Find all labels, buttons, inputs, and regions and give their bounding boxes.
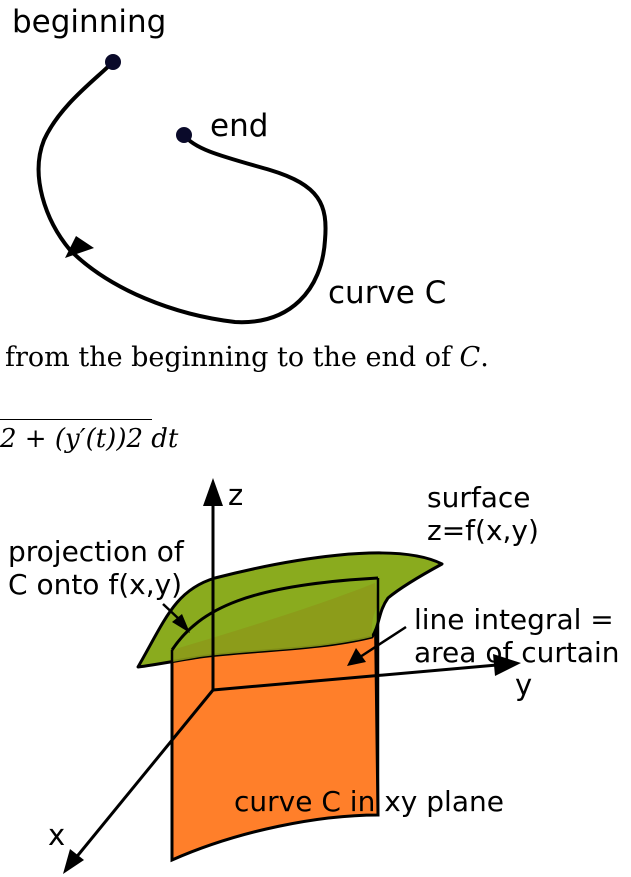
text-line-1-main: from the beginning to the end of xyxy=(5,342,460,373)
beginning-point xyxy=(105,54,121,70)
surface-equation-label: z=f(x,y) xyxy=(427,514,539,547)
curtain-pointer-arrow-icon xyxy=(347,648,366,666)
formula-line: 2 + (y′(t))2 dt xyxy=(0,424,178,454)
curtain-pointer-line xyxy=(359,625,407,659)
curve-xy-plane-label: curve C in xy plane xyxy=(234,785,504,818)
surface-label: surface xyxy=(427,481,531,514)
curtain-surface-overlap xyxy=(172,583,378,662)
x-axis-arrow-icon xyxy=(63,849,84,874)
direction-arrow-icon xyxy=(65,236,94,258)
line-integral-label: line integral = xyxy=(414,603,614,636)
y-axis-line xyxy=(212,663,498,692)
text-line-1-var: C xyxy=(459,342,481,373)
formula-text: 2 + (y′(t))2 dt xyxy=(0,424,179,454)
end-point xyxy=(176,127,192,143)
axis-y-label: y xyxy=(515,668,533,702)
text-line-1: from the beginning to the end of C. xyxy=(5,342,489,373)
z-axis-arrow-icon xyxy=(203,478,223,506)
axis-x-label: x xyxy=(48,818,66,852)
projection-label: projection of xyxy=(8,535,184,568)
end-label: end xyxy=(210,108,269,144)
x-axis-line xyxy=(68,689,215,866)
curve-label: curve C xyxy=(328,275,447,311)
sqrt-overbar xyxy=(0,419,152,420)
curve-c-path xyxy=(36,60,328,325)
projection-onto-label: C onto f(x,y) xyxy=(8,568,183,601)
curtain-area-label: area of curtain xyxy=(414,636,620,669)
axis-z-label: z xyxy=(228,478,244,512)
beginning-label: beginning xyxy=(12,4,167,40)
curve-c-diagram xyxy=(36,54,328,325)
projection-pointer-arrow-icon xyxy=(172,614,190,633)
projection-curve xyxy=(170,576,379,651)
text-line-1-tail: . xyxy=(480,342,489,373)
y-axis-arrow-icon xyxy=(493,654,521,676)
projection-pointer-line xyxy=(162,603,181,621)
